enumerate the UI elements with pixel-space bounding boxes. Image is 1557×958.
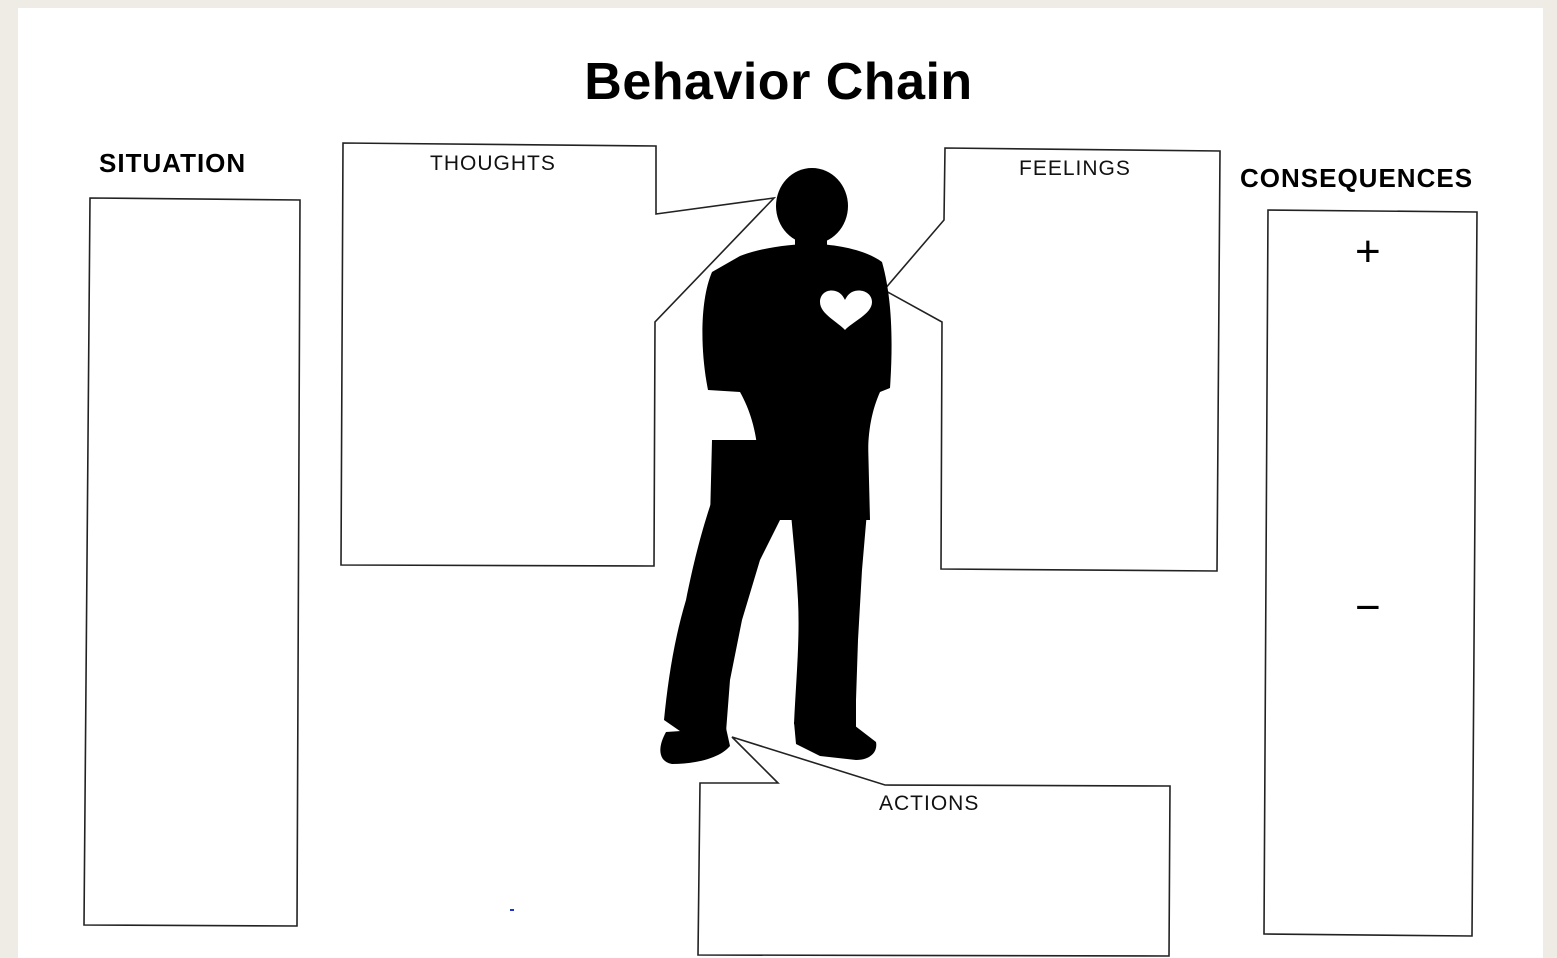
consequences-box[interactable]: [1264, 210, 1477, 936]
actions-callout[interactable]: [698, 737, 1170, 956]
negative-consequence-sign: −: [1355, 586, 1381, 630]
situation-heading: SITUATION: [99, 148, 246, 179]
thoughts-label: THOUGHTS: [430, 152, 556, 176]
positive-consequence-sign: +: [1355, 230, 1381, 274]
actions-label: ACTIONS: [879, 792, 979, 816]
page-title: Behavior Chain: [0, 52, 1557, 112]
ink-speck: [510, 909, 514, 911]
feelings-label: FEELINGS: [1019, 157, 1131, 181]
situation-box[interactable]: [84, 198, 300, 926]
consequences-heading: CONSEQUENCES: [1240, 163, 1473, 194]
feelings-callout[interactable]: [884, 148, 1220, 571]
